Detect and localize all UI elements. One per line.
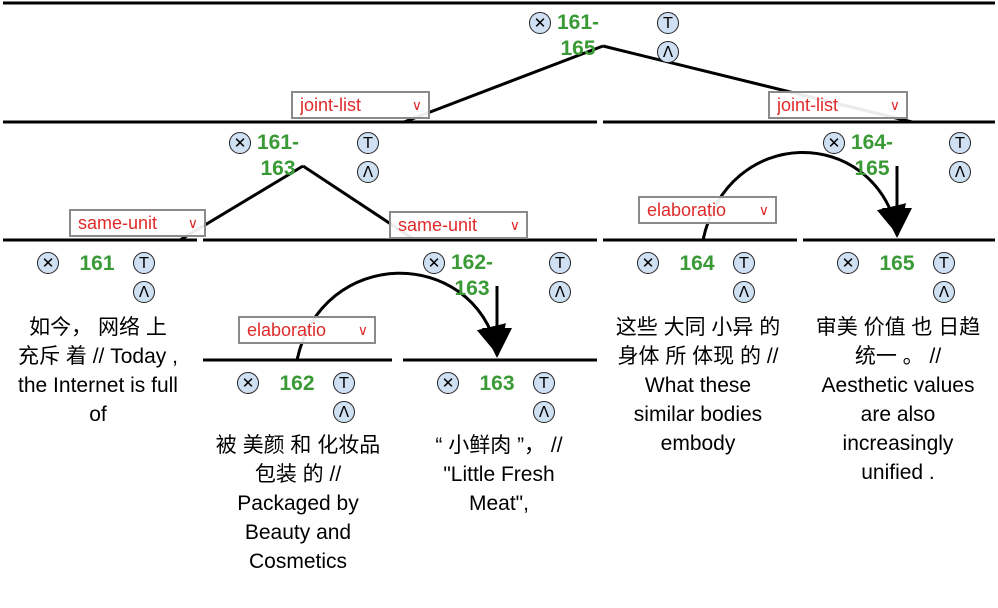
node-id: 164 [679,252,715,275]
node-162: ✕ 162 T Λ [237,370,355,423]
node-164: ✕ 164 T Λ [637,250,755,303]
collapse-icon[interactable]: ✕ [637,252,659,274]
node-id: 161- 165 [556,11,600,60]
relation-label: same-unit [398,215,478,235]
node-161: ✕ 161 T Λ [37,250,155,303]
node-163: ✕ 163 T Λ [437,370,555,423]
relation-select-elaboration-164[interactable]: elaboratio ∨ [638,196,777,224]
toggle-text-icon[interactable]: T [533,372,555,394]
move-up-icon[interactable]: Λ [133,281,155,303]
move-up-icon[interactable]: Λ [549,281,571,303]
toggle-text-icon[interactable]: T [733,252,755,274]
toggle-text-icon[interactable]: T [333,372,355,394]
collapse-icon[interactable]: ✕ [229,132,251,154]
node-164-165: ✕ 164- 165 T Λ [823,130,971,183]
relation-select-elaboration-162[interactable]: elaboratio ∨ [238,316,376,344]
move-up-icon[interactable]: Λ [933,281,955,303]
toggle-text-icon[interactable]: T [949,132,971,154]
move-up-icon[interactable]: Λ [657,41,679,63]
toggle-text-icon[interactable]: T [357,132,379,154]
edge-161-165-left [403,44,604,124]
relation-select-joint-list-right[interactable]: joint-list ∨ [768,91,908,119]
node-162-163: ✕ 162- 163 T Λ [423,250,571,303]
move-up-icon[interactable]: Λ [357,161,379,183]
relation-select-same-unit-left[interactable]: same-unit ∨ [69,209,206,237]
segment-text-164: 这些 大同 小异 的 身体 所 体现 的 // What these simil… [615,316,781,455]
segment-text-161: 如今， 网络 上 充斥 着 // Today , the Internet is… [18,316,178,426]
relation-label: elaboratio [247,320,327,340]
collapse-icon[interactable]: ✕ [529,12,551,34]
collapse-icon[interactable]: ✕ [423,252,445,274]
chevron-down-icon: ∨ [758,202,769,218]
chevron-down-icon: ∨ [411,97,422,113]
relation-label: joint-list [777,95,839,115]
relation-label: same-unit [78,213,158,233]
node-165: ✕ 165 T Λ [837,250,955,303]
relation-select-same-unit-right[interactable]: same-unit ∨ [389,211,528,239]
collapse-icon[interactable]: ✕ [823,132,845,154]
toggle-text-icon[interactable]: T [133,252,155,274]
collapse-icon[interactable]: ✕ [437,372,459,394]
node-id: 162 [279,372,315,395]
chevron-down-icon: ∨ [357,322,368,338]
relation-label: elaboratio [647,200,727,220]
toggle-text-icon[interactable]: T [933,252,955,274]
move-up-icon[interactable]: Λ [533,401,555,423]
node-id: 165 [879,252,915,275]
relation-label: joint-list [300,95,362,115]
node-id: 162- 163 [450,251,494,300]
chevron-down-icon: ∨ [509,217,520,233]
collapse-icon[interactable]: ✕ [237,372,259,394]
segment-text-162: 被 美颜 和 化妆品 包装 的 // Packaged by Beauty an… [215,434,381,573]
node-161-163: ✕ 161- 163 T Λ [229,130,379,183]
chevron-down-icon: ∨ [889,97,900,113]
segment-text-163: “ 小鲜肉 ”， // "Little Fresh Meat", [435,434,563,515]
collapse-icon[interactable]: ✕ [37,252,59,274]
node-id: 161 [79,252,115,275]
node-id: 163 [479,372,515,395]
chevron-down-icon: ∨ [187,215,198,231]
segment-text-165: 审美 价值 也 日趋 统一 。 // Aesthetic values are … [815,316,981,484]
move-up-icon[interactable]: Λ [733,281,755,303]
node-id: 161- 163 [256,131,300,180]
move-up-icon[interactable]: Λ [333,401,355,423]
toggle-text-icon[interactable]: T [657,12,679,34]
toggle-text-icon[interactable]: T [549,252,571,274]
relation-select-joint-list-left[interactable]: joint-list ∨ [291,91,430,119]
collapse-icon[interactable]: ✕ [837,252,859,274]
node-161-165: ✕ 161- 165 T Λ [529,10,679,63]
node-id: 164- 165 [850,131,894,180]
move-up-icon[interactable]: Λ [949,161,971,183]
